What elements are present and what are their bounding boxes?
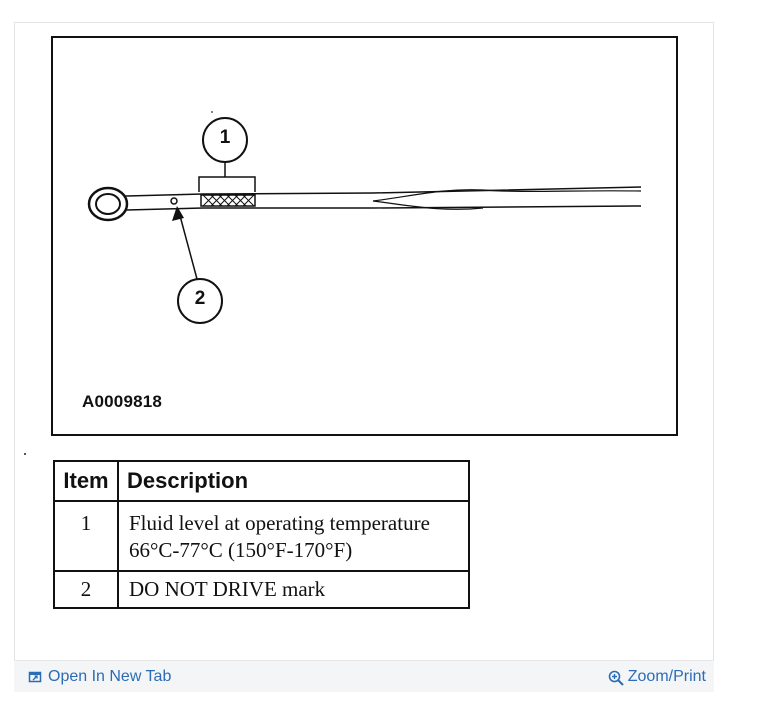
legend-table: Item Description 1 Fluid level at operat… [53, 460, 470, 609]
dipstick-blade-bottom [124, 205, 642, 211]
callout-2-arrowhead [172, 206, 184, 221]
legend-item-number: 1 [53, 500, 119, 572]
dipstick-blade-top [124, 186, 642, 197]
table-row: 2 DO NOT DRIVE mark [53, 570, 470, 609]
table-row: 1 Fluid level at operating temperature 6… [53, 500, 470, 572]
do-not-drive-mark [170, 197, 178, 205]
legend-item-description: DO NOT DRIVE mark [117, 570, 470, 609]
open-new-tab-icon [28, 670, 42, 684]
zoom-icon [608, 670, 624, 686]
callout-2-leader [178, 211, 198, 280]
open-in-new-tab-link[interactable]: Open In New Tab [28, 668, 171, 686]
legend-header-description: Description [117, 460, 470, 502]
dipstick-ring-inner [95, 193, 121, 215]
dipstick-blade-twist-lower [372, 200, 484, 210]
stray-dot [24, 453, 26, 455]
callout-1-circle [202, 117, 248, 163]
callout-1-number: 1 [219, 127, 231, 148]
legend-item-description: Fluid level at operating temperature 66°… [117, 500, 470, 572]
legend-header-item: Item [53, 460, 119, 502]
legend-header-row: Item Description [53, 460, 470, 502]
image-footer: Open In New Tab Zoom/Print [14, 660, 714, 692]
dipstick-drawing [87, 111, 642, 324]
dipstick-blade-twist [372, 189, 642, 202]
dipstick-ring [87, 186, 129, 222]
open-in-new-tab-label: Open In New Tab [48, 668, 172, 685]
fluid-range-hatch [202, 194, 255, 207]
fluid-range-hatch-box [200, 194, 256, 207]
dipstick-illustration: 1 2 A0009818 [51, 36, 678, 436]
figure-id-label: A0009818 [82, 392, 163, 411]
zoom-print-label: Zoom/Print [627, 668, 706, 685]
legend-item-number: 2 [53, 570, 119, 609]
zoom-print-link[interactable]: Zoom/Print [608, 668, 706, 686]
callout-2-circle [177, 278, 223, 324]
callout-1-bracket [198, 176, 256, 192]
callout-2-number: 2 [194, 288, 206, 309]
